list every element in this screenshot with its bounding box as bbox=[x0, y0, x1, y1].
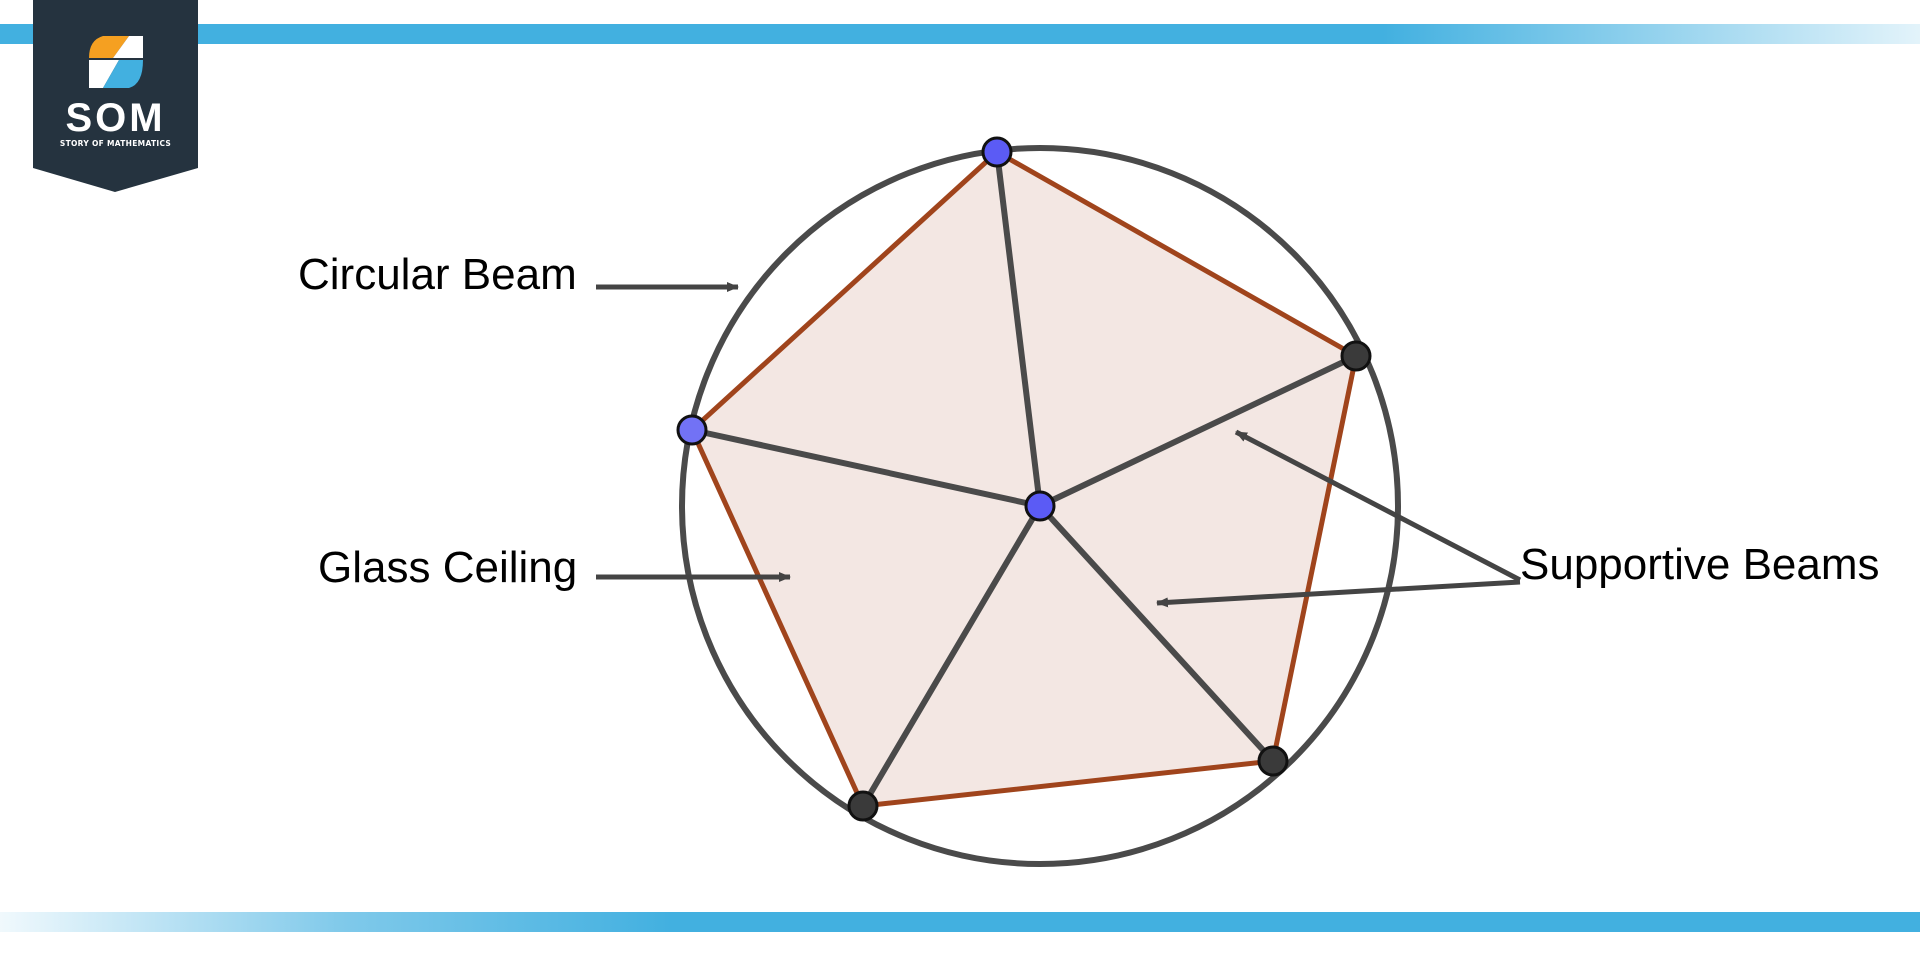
blue-point-top bbox=[981, 136, 1013, 168]
blue-point-left bbox=[676, 414, 708, 446]
dark-point-lower-right bbox=[1257, 745, 1289, 777]
logo-title: SOM bbox=[65, 96, 166, 140]
dark-point-bottom bbox=[847, 790, 879, 822]
logo-subtitle: STORY OF MATHEMATICS bbox=[59, 139, 172, 148]
bottom-accent-bar bbox=[0, 912, 1920, 932]
label-supportive-beams: Supportive Beams bbox=[1520, 540, 1880, 589]
supportive-beams bbox=[689, 149, 1359, 809]
arrow-supportive-beam-upper bbox=[1234, 429, 1522, 583]
beam-top bbox=[994, 149, 1043, 509]
dark-point-upper-right bbox=[1340, 340, 1372, 372]
circular-beam-circle bbox=[679, 145, 1401, 867]
beam-left bbox=[689, 427, 1043, 509]
logo-badge-icon bbox=[33, 0, 198, 192]
som-logo: SOM STORY OF MATHEMATICS bbox=[33, 0, 198, 192]
beam-lower-right bbox=[1037, 503, 1276, 764]
beam-bottom bbox=[860, 503, 1043, 809]
pentagon-edges bbox=[689, 149, 1359, 809]
top-accent-bar bbox=[0, 24, 1920, 44]
glass-ceiling-pentagon bbox=[692, 152, 1356, 806]
label-circular-beam: Circular Beam bbox=[298, 250, 577, 299]
blue-point-center bbox=[1024, 490, 1056, 522]
arrow-supportive-beam-lower bbox=[1156, 579, 1521, 608]
annotation-arrows bbox=[596, 282, 1522, 608]
label-glass-ceiling: Glass Ceiling bbox=[318, 543, 578, 592]
vertex-points bbox=[676, 136, 1372, 822]
beam-upper-right bbox=[1037, 353, 1359, 509]
